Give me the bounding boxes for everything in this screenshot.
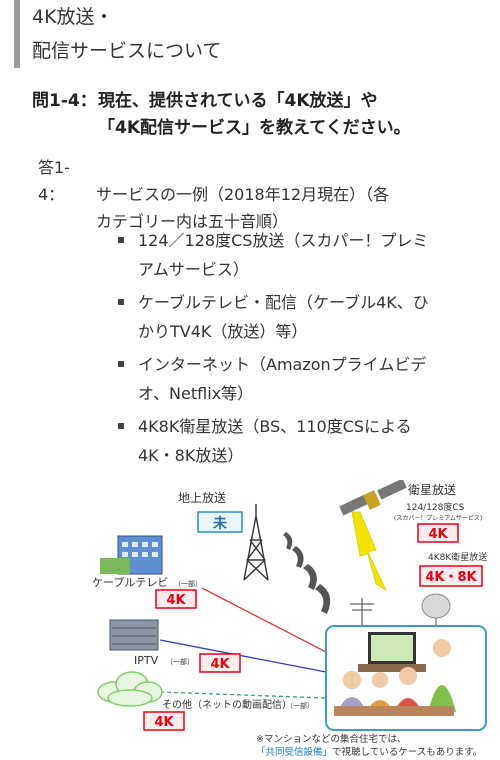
- list-item: 124／128度CS放送（スカパー！プレミアムサービス）: [118, 226, 478, 284]
- bs-badge: [419, 565, 483, 587]
- family-watching-tv-illustration: [325, 625, 487, 731]
- other-sub-label: （一部）: [286, 701, 314, 710]
- question-line2: 「4K配信サービス」を教えてください。: [98, 118, 411, 138]
- answer-block: 答1-4： サービスの一例（2018年12月現在）（各 カテゴリー内は五十音順）: [38, 154, 488, 235]
- other-badge: [143, 711, 185, 731]
- iptv-badge: [199, 653, 241, 673]
- answer-line2: カテゴリー内は五十音順）: [96, 212, 289, 231]
- server-icon: [109, 619, 159, 651]
- cable-label: ケーブルテレビ: [92, 575, 168, 589]
- question-label: 問1-4：: [32, 91, 97, 111]
- note-line2-rest: で視聴しているケースもあります。: [332, 746, 482, 758]
- antenna-icon: [350, 598, 374, 626]
- section-heading: 4K放送・ 配信サービスについて: [14, 0, 484, 68]
- broadcast-tower-icon: [243, 504, 269, 581]
- terrestrial-label: 地上放送: [178, 490, 226, 505]
- cs-label: 124/128度CS: [406, 501, 465, 513]
- bs-badge-text: 4K・8K: [425, 570, 477, 585]
- bullet-icon: [118, 361, 124, 367]
- satellite-icon: [339, 480, 407, 516]
- section-title-line1: 4K放送・: [32, 6, 114, 28]
- bs-label: 4K8K衛星放送: [428, 551, 487, 563]
- cloud-icon: [97, 671, 163, 707]
- note-line1: ※マンションなどの集合住宅では、: [256, 733, 406, 745]
- bullet-icon: [118, 237, 124, 243]
- answer-line1: サービスの一例（2018年12月現在）（各: [96, 185, 390, 204]
- terrestrial-badge: [197, 511, 243, 533]
- note-line2: 「共同受信設備」で視聴しているケースもあります。: [256, 746, 482, 758]
- iptv-badge-text: 4K: [210, 657, 230, 672]
- satellite-beam: [351, 511, 387, 592]
- other-label: その他（ネットの動画配信）: [162, 698, 292, 711]
- cable-line: [201, 587, 327, 653]
- bullet-icon: [118, 423, 124, 429]
- list-item: ケーブルテレビ・配信（ケーブル4K、ひかりTV4K（放送）等）: [118, 288, 478, 346]
- iptv-sub-label: （一部）: [166, 657, 194, 666]
- list-item: インターネット（Amazonプライムビデオ、Netflix等）: [118, 350, 478, 408]
- cable-sub-label: （一部）: [174, 579, 202, 588]
- cs-sub-label: (スカパー！プレミアムサービス): [394, 514, 482, 522]
- iptv-label: IPTV: [134, 654, 159, 667]
- cable-badge: [155, 589, 197, 609]
- satellite-dish-icon: [421, 593, 451, 628]
- note-highlight: 「共同受信設備」: [256, 746, 332, 758]
- terrestrial-badge-text: 未: [213, 515, 228, 532]
- radio-waves-icon: [283, 532, 331, 614]
- cable-badge-text: 4K: [166, 593, 186, 608]
- other-badge-text: 4K: [154, 715, 174, 730]
- iptv-line: [159, 639, 327, 673]
- cs-badge-text: 4K: [428, 527, 448, 542]
- question-line1: 現在、提供されている「4K放送」や: [98, 91, 378, 111]
- satellite-label: 衛星放送: [408, 482, 456, 497]
- other-line: [159, 691, 327, 699]
- section-title-line2: 配信サービスについて: [32, 40, 222, 62]
- question-block: 問1-4：現在、提供されている「4K放送」や 「4K配信サービス」を教えてくださ…: [32, 88, 482, 142]
- bullet-icon: [118, 299, 124, 305]
- cs-badge: [417, 523, 459, 543]
- building-icon: [100, 535, 163, 575]
- service-list: 124／128度CS放送（スカパー！プレミアムサービス） ケーブルテレビ・配信（…: [118, 226, 478, 474]
- broadcast-diagram: 地上放送 未 衛星放送 124/128度CS (スカパー！プレミアムサービス) …: [92, 480, 487, 758]
- answer-label: 答1-4：: [38, 158, 70, 204]
